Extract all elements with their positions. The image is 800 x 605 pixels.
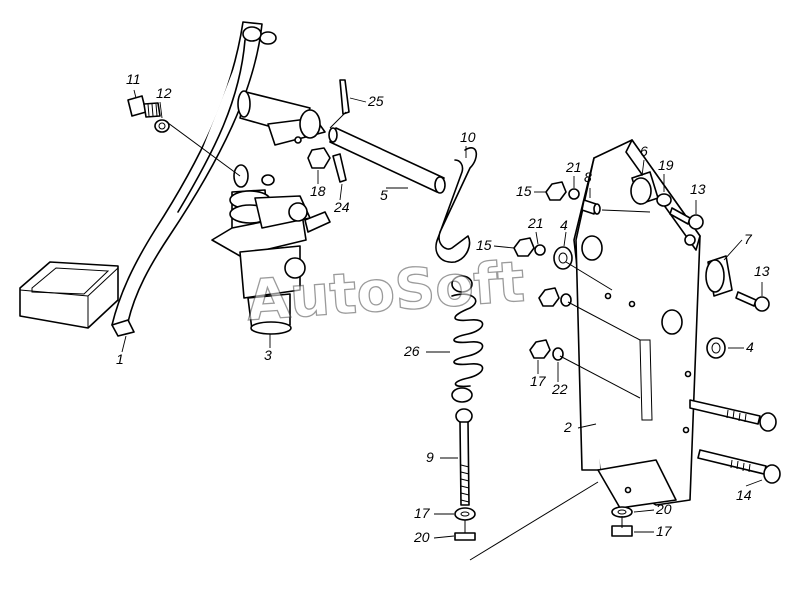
callout-8: 8 xyxy=(584,169,592,185)
master-cylinder xyxy=(211,164,331,335)
callout-2: 2 xyxy=(563,419,572,435)
callout-22: 22 xyxy=(551,381,568,397)
nut-17-mid xyxy=(529,287,560,359)
callout-24: 24 xyxy=(333,199,350,215)
washer-20-right xyxy=(611,506,633,518)
rod-9 xyxy=(455,408,473,506)
callout-13-lower: 13 xyxy=(754,263,770,279)
callout-9: 9 xyxy=(426,449,434,465)
bolt-14-upper xyxy=(689,399,777,432)
callout-20-left: 20 xyxy=(413,529,430,545)
pin-8 xyxy=(581,199,601,215)
callout-19: 19 xyxy=(658,157,674,173)
bushing-7 xyxy=(705,255,733,297)
callout-4-right: 4 xyxy=(746,339,754,355)
washer-21-lower xyxy=(534,244,546,256)
nut-18 xyxy=(307,147,331,169)
nut-15-upper xyxy=(545,181,567,201)
cotter-pin-24 xyxy=(332,153,347,183)
callout-15-lower: 15 xyxy=(476,237,492,253)
bolt-13-upper xyxy=(669,207,704,230)
washer-22 xyxy=(552,293,572,361)
callout-17-right: 17 xyxy=(656,523,673,539)
callout-5: 5 xyxy=(380,187,388,203)
callout-labels: 1 2 3 4 4 5 6 7 8 9 10 11 12 13 13 14 15… xyxy=(116,71,770,545)
callout-4-left: 4 xyxy=(560,217,568,233)
bushing-6 xyxy=(630,171,659,205)
callout-20-right: 20 xyxy=(655,501,672,517)
callout-12: 12 xyxy=(156,85,172,101)
pivot-tube xyxy=(237,90,326,146)
callout-6: 6 xyxy=(640,143,648,159)
shaft-5 xyxy=(328,127,446,194)
callout-26: 26 xyxy=(403,343,420,359)
washer-4-left xyxy=(553,246,573,270)
nut-17-right xyxy=(611,525,633,537)
cotter-pin-25 xyxy=(339,79,350,115)
bolt-13-lower xyxy=(735,291,770,312)
leader-lines xyxy=(121,89,763,539)
assembly-axis-lines xyxy=(163,111,651,561)
callout-13-upper: 13 xyxy=(690,181,706,197)
callout-10: 10 xyxy=(460,129,476,145)
bolt-11 xyxy=(127,95,161,118)
callout-21-lower: 21 xyxy=(527,215,544,231)
washer-21-upper xyxy=(568,188,580,200)
callout-7: 7 xyxy=(744,231,753,247)
spring-26 xyxy=(451,275,484,403)
washer-19 xyxy=(656,193,672,207)
bolt-14-lower xyxy=(697,449,781,484)
callout-18: 18 xyxy=(310,183,326,199)
callout-17-mid: 17 xyxy=(530,373,547,389)
bushing-12 xyxy=(154,119,170,133)
spring-10 xyxy=(435,147,478,263)
callout-3: 3 xyxy=(264,347,272,363)
pedal-arm xyxy=(19,21,277,337)
callout-11: 11 xyxy=(126,71,141,87)
callout-1: 1 xyxy=(116,351,124,367)
callout-25: 25 xyxy=(367,93,384,109)
callout-17-left: 17 xyxy=(414,505,431,521)
callout-14: 14 xyxy=(736,487,752,503)
callout-15-upper: 15 xyxy=(516,183,532,199)
washer-4-right xyxy=(706,337,726,359)
callout-21-upper: 21 xyxy=(565,159,582,175)
